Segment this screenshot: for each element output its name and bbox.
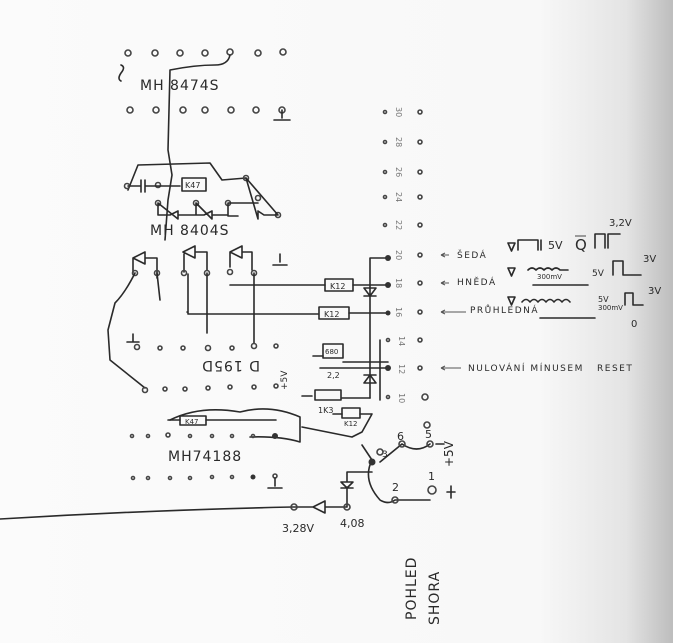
- q-bar-label: Q: [575, 236, 587, 254]
- pin-number: 14: [397, 336, 406, 346]
- wire: [435, 443, 456, 499]
- wire: [127, 162, 247, 191]
- resistor-label: 680: [325, 348, 338, 356]
- ground-symbol: [272, 253, 288, 266]
- resistor-k47: [181, 177, 207, 192]
- pin-number: 10: [397, 393, 406, 403]
- gate-row: [132, 245, 253, 279]
- ic-mh8474s-holes: [124, 48, 287, 114]
- connector-wiring: [0, 443, 431, 520]
- arrow-lines: [441, 254, 466, 369]
- voltage-label: 3,28V: [282, 522, 314, 535]
- resistor-label: K12: [344, 420, 358, 428]
- supply-label: +5V: [280, 370, 290, 390]
- cap-label: 2,2: [327, 371, 340, 380]
- capacitor: [127, 179, 181, 193]
- pin-label-6: 6: [397, 430, 404, 443]
- ic-label-mh8404s: MH 8404S: [150, 223, 230, 239]
- waveform-label: 5V: [548, 239, 563, 252]
- ic-label-mh8474s: MH 8474S: [140, 78, 220, 94]
- wire: [319, 257, 390, 401]
- waveform-label: 300mV: [537, 273, 562, 281]
- pin-column: [382, 109, 431, 429]
- pin-number: 28: [394, 137, 403, 147]
- resistor-label: K12: [324, 310, 339, 319]
- ic-d195d-holes: [133, 342, 279, 394]
- resistor-1k3: [314, 389, 342, 401]
- resistor-label: K12: [330, 282, 345, 291]
- ground-symbol: [273, 109, 291, 121]
- resistor-label: K47: [185, 181, 200, 190]
- pin-number: 18: [394, 278, 403, 288]
- ic-mh74188-holes: [129, 432, 278, 481]
- ic-label-d195d: D 195D: [201, 357, 260, 373]
- wire: [107, 272, 326, 389]
- waveform-label: 3V: [648, 286, 661, 297]
- pin-number: 24: [394, 192, 403, 202]
- wire: [169, 408, 301, 443]
- pin-number: 12: [397, 364, 406, 374]
- waveform-seda: [507, 233, 621, 252]
- waveform-pruhledna: [507, 292, 644, 319]
- inverter-gates: [157, 177, 279, 220]
- waveform-label: 0: [631, 319, 637, 330]
- pin-number: 20: [394, 250, 403, 260]
- wire: [164, 54, 231, 241]
- caption-pohled: POHLED: [404, 557, 420, 620]
- wire: [301, 355, 389, 399]
- pin-label-3: 3: [382, 450, 388, 460]
- pin-number: 30: [394, 107, 403, 117]
- pin-number: 16: [394, 307, 403, 317]
- waveform-hneda: [507, 260, 642, 286]
- resistor-k12-c: [341, 407, 361, 419]
- waveform-label: 300mV: [598, 304, 623, 312]
- wire-label-hneda: HNĚDÁ: [457, 276, 497, 288]
- waveform-label: 3,2V: [609, 218, 632, 229]
- wire-label-pruhledna: PRŮHLEDNÁ: [470, 304, 539, 316]
- ground-symbol: [267, 477, 283, 489]
- caption-shora: SHORA: [427, 571, 443, 625]
- waveform-label: 3V: [643, 254, 656, 265]
- pin-label-2: 2: [392, 481, 399, 494]
- reset-label: RESET: [597, 364, 633, 374]
- pin-label-1: 1: [428, 470, 435, 483]
- transistor: [301, 413, 373, 438]
- resistor-label: K47: [185, 418, 199, 426]
- ground-symbol: [126, 333, 140, 343]
- trimmer-680: [322, 343, 344, 359]
- wire-label-seda: ŠEDÁ: [457, 249, 487, 261]
- pin-number: 26: [394, 167, 403, 177]
- resistor-label: 1K3: [318, 406, 333, 415]
- notch-mark: [118, 64, 125, 82]
- waveform-label: 5V: [598, 295, 609, 304]
- voltage-label: 4,08: [340, 517, 365, 530]
- ic-label-mh74188: MH74188: [168, 449, 242, 465]
- wire-label-reset: NULOVÁNÍ MÍNUSEM: [468, 362, 584, 374]
- waveform-label: 5V: [592, 269, 605, 279]
- pin-number: 22: [394, 220, 403, 230]
- pin-label-5: 5: [425, 428, 432, 441]
- supply-label: +5V: [442, 440, 456, 467]
